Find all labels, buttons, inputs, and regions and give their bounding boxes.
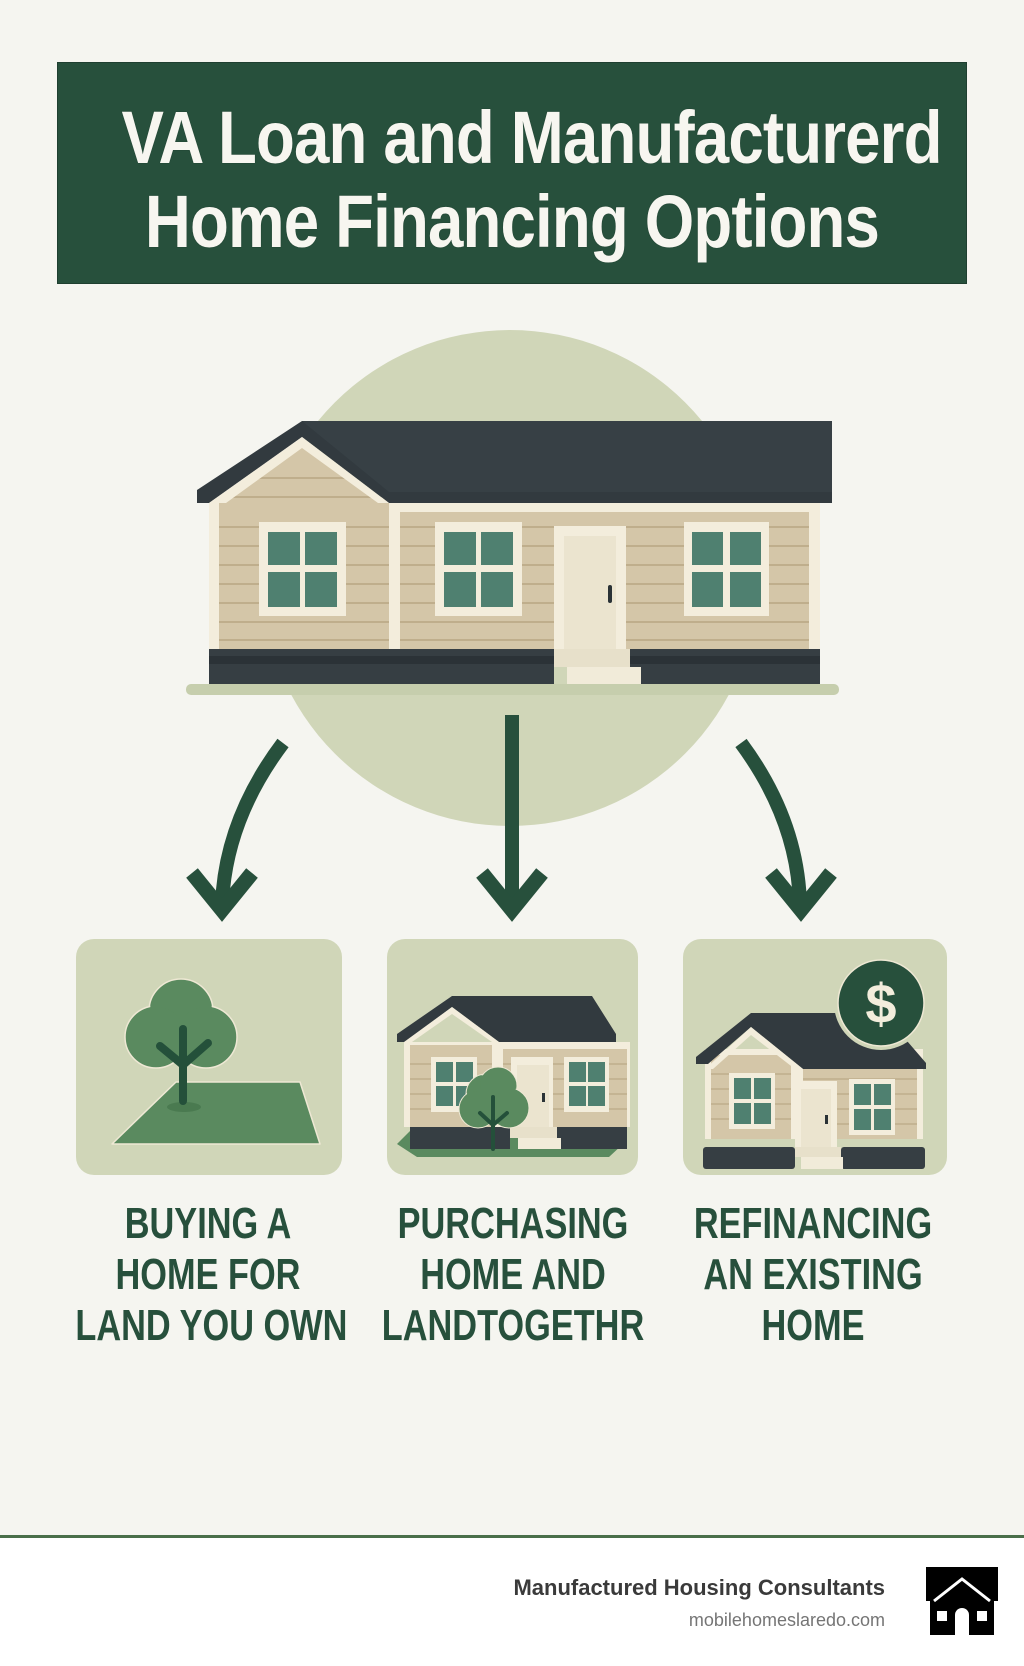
footer: Manufactured Housing Consultants mobileh… [0, 1538, 1024, 1666]
title-line-2: Home Financing Options [144, 180, 880, 263]
title-line-1: VA Loan and Manufacturerd [121, 96, 943, 179]
company-name: Manufactured Housing Consultants [513, 1575, 885, 1600]
label-line: AN EXISTING [703, 1250, 923, 1299]
label-line: PURCHASING [397, 1199, 629, 1248]
option-card-home-and-land [387, 939, 638, 1175]
home-with-dollar-icon: $ [696, 956, 928, 1169]
home-with-tree-icon [397, 996, 630, 1157]
dollar-badge-icon [837, 959, 925, 1047]
label-line: LAND YOU OWN [75, 1301, 348, 1350]
arrow-down-left-icon [215, 738, 289, 906]
label-line: BUYING A [124, 1199, 292, 1248]
title-banner: VA Loan and Manufacturerd Home Financing… [57, 62, 967, 284]
door [554, 526, 626, 649]
dollar-symbol: $ [865, 972, 896, 1035]
window [259, 522, 346, 616]
label-line: HOME AND [420, 1250, 606, 1299]
label-line: LANDTOGETHR [381, 1301, 645, 1350]
option-label-own-land: BUYING A HOME FOR LAND YOU OWN [75, 1198, 348, 1351]
option-label-home-and-land: PURCHASING HOME AND LANDTOGETHR [380, 1198, 645, 1351]
hero-illustration [186, 330, 839, 922]
company-url[interactable]: mobilehomeslaredo.com [688, 1610, 885, 1630]
option-card-refinance: $ [683, 939, 947, 1175]
arrow-down-right-icon [735, 738, 807, 906]
tree-on-land-icon [111, 978, 321, 1145]
label-line: HOME [761, 1301, 865, 1350]
label-line: HOME FOR [115, 1250, 301, 1299]
manufactured-home-icon [186, 421, 839, 695]
arrows [215, 715, 807, 906]
option-label-refinance: REFINANCING AN EXISTING HOME [680, 1198, 945, 1351]
window [684, 522, 769, 616]
option-card-own-land [76, 939, 342, 1175]
window [435, 522, 522, 616]
footer-divider [0, 1535, 1024, 1538]
house-logo-icon [926, 1567, 998, 1635]
label-line: REFINANCING [693, 1199, 933, 1248]
